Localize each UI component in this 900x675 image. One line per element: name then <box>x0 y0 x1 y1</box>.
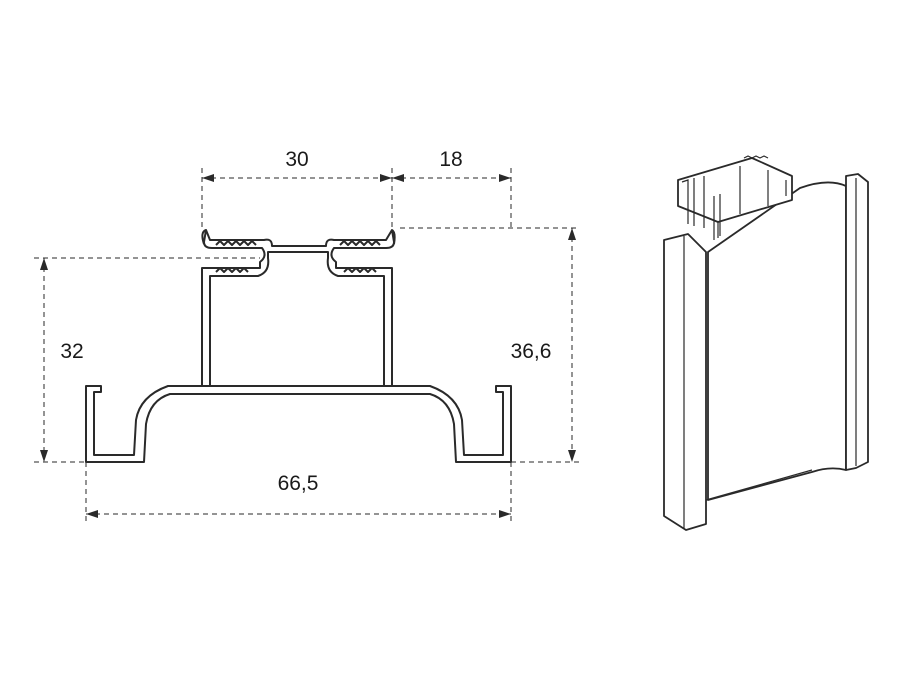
dim-left-height: 32 <box>60 340 83 363</box>
dim-top-width: 30 <box>285 148 308 171</box>
dimension-arrows <box>40 174 576 518</box>
dim-right-height: 36,6 <box>511 340 552 363</box>
dimension-lines <box>34 168 580 524</box>
isometric-profile-view <box>663 155 869 531</box>
dimension-labels: 30 18 32 36,6 66,5 <box>60 148 551 495</box>
dim-overall-width: 66,5 <box>278 472 319 495</box>
dim-top-offset: 18 <box>439 148 462 171</box>
cross-section-profile <box>85 229 512 463</box>
